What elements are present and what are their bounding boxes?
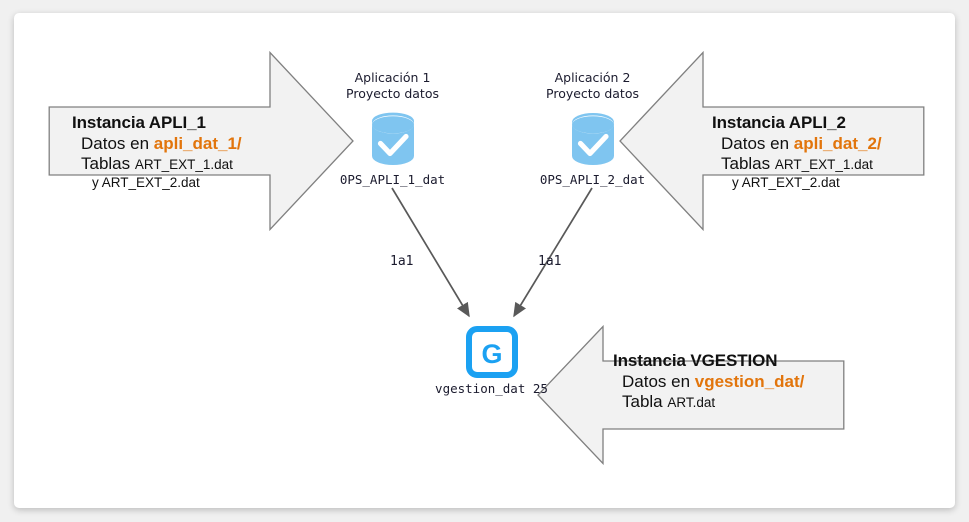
callout-apli1-line3-prefix: Tablas [81,154,135,174]
node-apli2-label: 0PS_APLI_2_dat [539,172,646,188]
node-apli1-caption-line1: Aplicación 1 [354,70,431,85]
node-apli2-caption-line1: Aplicación 2 [554,70,631,85]
callout-apli1-line2: Datos en apli_dat_1/ [72,134,242,155]
callout-apli2-line4: y ART_EXT_2.dat [732,175,840,191]
callout-apli2-line2-value: apli_dat_2/ [793,133,882,153]
diagram-canvas: 1a1 1a1 Instancia APLI_1 Datos en apli_d… [14,13,955,508]
callout-apli2-line3-prefix: Tablas [721,154,775,174]
callout-vgestion-text: Instancia VGESTION Datos en vgestion_dat… [613,351,804,413]
svg-text:G: G [481,339,502,369]
callout-apli1-shape [48,51,354,231]
callout-apli2-line3: Tablas ART_EXT_1.dat [712,154,882,175]
node-apli2-icon-wrap[interactable] [515,106,670,172]
node-apli1-caption-line2: Proyecto datos [346,85,439,101]
callout-apli1: Instancia APLI_1 Datos en apli_dat_1/ Ta… [48,51,358,231]
callout-apli2: Instancia APLI_2 Datos en apli_dat_2/ Ta… [615,51,925,231]
edge-label-left: 1a1 [390,254,414,269]
node-apli1-label: 0PS_APLI_1_dat [339,172,446,188]
callout-vgestion: Instancia VGESTION Datos en vgestion_dat… [535,325,845,465]
callout-apli2-line3-value: ART_EXT_1.dat [774,157,873,173]
callout-apli2-line2: Datos en apli_dat_2/ [712,134,882,155]
node-vgestion-label: vgestion_dat 25 [435,381,548,396]
callout-apli1-line3-value: ART_EXT_1.dat [134,157,233,173]
node-apli2-caption-line2: Proyecto datos [546,85,639,101]
callout-apli1-title: Instancia APLI_1 [72,113,206,132]
callout-vgestion-shape [537,325,845,465]
g-app-icon[interactable]: G [465,326,518,378]
callout-apli1-text: Instancia APLI_1 Datos en apli_dat_1/ Ta… [72,113,242,192]
callout-apli1-line4: y ART_EXT_2.dat [92,175,200,191]
callout-vgestion-line3: Tabla ART.dat [613,392,804,413]
callout-apli2-line2-prefix: Datos en [721,133,794,153]
database-check-icon[interactable] [368,110,418,168]
edge-label-right: 1a1 [538,254,562,269]
node-apli1[interactable]: Aplicación 1 Proyecto datos 0PS_APLI_1_d… [315,70,470,187]
diagram-page: 1a1 1a1 Instancia APLI_1 Datos en apli_d… [14,13,955,508]
node-vgestion[interactable]: G vgestion_dat 25 [414,323,569,396]
callout-vgestion-line3-value: ART.dat [667,395,716,411]
callout-vgestion-line2-value: vgestion_dat/ [694,371,805,391]
callout-vgestion-title: Instancia VGESTION [613,351,778,370]
callout-apli2-text: Instancia APLI_2 Datos en apli_dat_2/ Ta… [712,113,882,192]
callout-apli1-line2-value: apli_dat_1/ [153,133,242,153]
database-check-icon[interactable] [568,110,618,168]
node-apli1-icon-wrap[interactable] [315,106,470,172]
node-vgestion-icon-wrap[interactable]: G [414,323,569,381]
connector-apli2-to-vgestion [513,187,593,318]
callout-apli2-shape [619,51,925,231]
callout-apli2-title: Instancia APLI_2 [712,113,846,132]
callout-vgestion-line2: Datos en vgestion_dat/ [613,372,804,393]
callout-vgestion-line3-prefix: Tabla [622,392,668,412]
node-apli2[interactable]: Aplicación 2 Proyecto datos 0PS_APLI_2_d… [515,70,670,187]
callout-vgestion-line2-prefix: Datos en [622,371,695,391]
connector-apli1-to-vgestion [391,187,470,318]
callout-apli1-line2-prefix: Datos en [81,133,154,153]
callout-apli1-line3: Tablas ART_EXT_1.dat [72,154,242,175]
